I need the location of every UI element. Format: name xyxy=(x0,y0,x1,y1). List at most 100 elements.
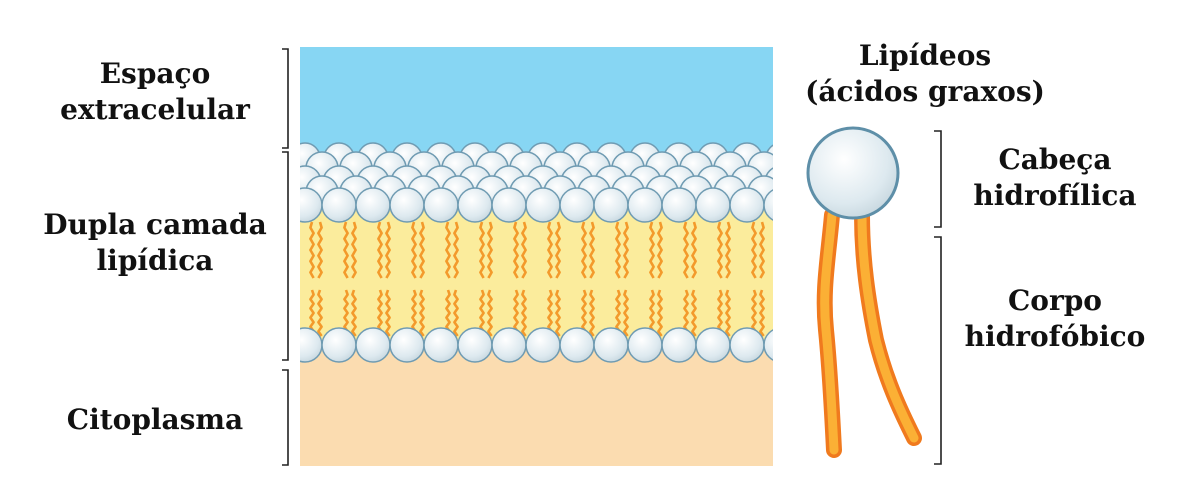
lipid-head xyxy=(593,327,629,363)
lipid-tail xyxy=(385,221,391,279)
lipid-head xyxy=(491,187,527,223)
lipid-tail xyxy=(487,289,493,337)
lipid-head xyxy=(321,187,357,223)
lipid-tail xyxy=(751,289,757,337)
label-cytoplasm: Citoplasma xyxy=(66,403,244,436)
label-hydrophobic-body: Corpo hidrofóbico xyxy=(964,284,1146,353)
lipid-head xyxy=(355,327,391,363)
lipid-tail xyxy=(725,289,731,337)
lipid-tail xyxy=(343,289,349,337)
lipid-head xyxy=(300,327,323,363)
lipid-head xyxy=(627,187,663,223)
lipid-tail xyxy=(623,221,629,279)
single-lipid xyxy=(806,126,922,458)
lipid-tail xyxy=(649,221,655,279)
lipid-head xyxy=(559,187,595,223)
lipid-head xyxy=(763,329,773,361)
lipid-tail xyxy=(317,221,323,279)
lipid-head xyxy=(423,187,459,223)
lipid-tail xyxy=(419,221,425,279)
lipid-head xyxy=(661,187,697,223)
lipid-tail xyxy=(411,221,417,279)
lipid-tail xyxy=(717,221,723,279)
label-extracellular-space: Espaço extracelular xyxy=(60,57,250,126)
lipid-tail xyxy=(615,221,621,279)
lipid-tail xyxy=(581,221,587,279)
bracket-bilayer xyxy=(282,151,289,361)
bracket-tail xyxy=(934,236,942,465)
lipid-tail xyxy=(479,289,485,337)
lipid-head xyxy=(457,327,493,363)
lipid-tail xyxy=(615,289,621,337)
lipid-tail xyxy=(513,289,519,337)
right-brackets xyxy=(934,130,942,465)
lipid-tail xyxy=(521,221,527,279)
lipid-tail xyxy=(717,289,723,337)
lipid-tail xyxy=(657,289,663,337)
lipid-head xyxy=(729,327,765,363)
lipid-tail xyxy=(683,289,689,337)
lipid-tail xyxy=(581,289,587,337)
lipid-tail xyxy=(759,289,765,337)
lipid-head xyxy=(300,187,323,223)
lipid-tail xyxy=(377,289,383,337)
lipid-head xyxy=(355,187,391,223)
lipid-tail xyxy=(547,221,553,279)
bracket-cytoplasm xyxy=(282,369,289,466)
lipid-head xyxy=(389,187,425,223)
lipid-tail xyxy=(547,289,553,337)
bracket-head xyxy=(934,130,942,228)
lipid-head xyxy=(457,187,493,223)
bottom-lipid-heads xyxy=(300,327,773,363)
lipid-tail xyxy=(657,221,663,279)
lipid-head xyxy=(491,327,527,363)
label-lipids: Lipídeos (ácidos graxos) xyxy=(805,39,1045,108)
lipid-head xyxy=(729,187,765,223)
lipid-head xyxy=(806,126,900,220)
lipid-tail xyxy=(649,289,655,337)
lipid-tail xyxy=(351,221,357,279)
lipid-tail xyxy=(487,221,493,279)
lipid-tail xyxy=(385,289,391,337)
lipid-tail xyxy=(411,289,417,337)
left-brackets xyxy=(282,48,289,466)
lipid-tail xyxy=(513,221,519,279)
lipid-tail xyxy=(589,221,595,279)
lipid-tail xyxy=(691,221,697,279)
lipid-tail xyxy=(351,289,357,337)
lipid-tail xyxy=(725,221,731,279)
lipid-head xyxy=(763,189,773,221)
lipid-tail xyxy=(343,221,349,279)
lipid-head xyxy=(695,187,731,223)
lipid-tail xyxy=(751,221,757,279)
lipid-tail xyxy=(555,221,561,279)
lipid-tail xyxy=(317,289,323,337)
lipid-tail xyxy=(759,221,765,279)
lipid-head xyxy=(389,327,425,363)
lipid-tail xyxy=(555,289,561,337)
lipid-head xyxy=(525,187,561,223)
lipid-tail xyxy=(479,221,485,279)
lipid-tail xyxy=(623,289,629,337)
lipid-head xyxy=(661,327,697,363)
label-lipid-bilayer: Dupla camada lipídica xyxy=(43,208,267,277)
lipid-head xyxy=(423,327,459,363)
cytoplasm-region xyxy=(300,350,773,466)
lipid-tail xyxy=(309,289,315,337)
lipid-tail xyxy=(445,221,451,279)
lipid-head xyxy=(695,327,731,363)
lipid-tail xyxy=(521,289,527,337)
label-hydrophilic-head: Cabeça hidrofílica xyxy=(973,143,1137,212)
lipid-tail xyxy=(683,221,689,279)
lipid-head xyxy=(559,327,595,363)
lipid-tail xyxy=(453,289,459,337)
lipid-head xyxy=(321,327,357,363)
lipid-head xyxy=(593,187,629,223)
bracket-extracellular xyxy=(282,48,289,149)
lipid-tail xyxy=(691,289,697,337)
lipid-tail xyxy=(453,221,459,279)
top-lipid-heads xyxy=(300,142,773,223)
lipid-head xyxy=(525,327,561,363)
lipid-tail xyxy=(377,221,383,279)
